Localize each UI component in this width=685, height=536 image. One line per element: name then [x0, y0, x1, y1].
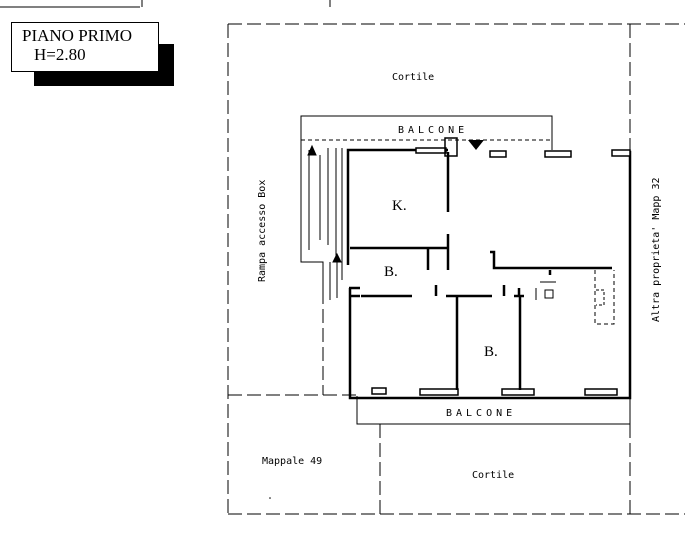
entry-arrow-icon	[468, 140, 484, 150]
floor-height: H=2.80	[34, 45, 86, 64]
ramp-access-box	[300, 144, 343, 300]
floor-title: PIANO PRIMO	[22, 26, 133, 45]
property-boundary	[227, 23, 685, 515]
room-label-kitchen: K.	[392, 198, 407, 214]
label-cortile-top: Cortile	[392, 72, 434, 83]
label-balcone-top: BALCONE	[398, 125, 468, 136]
label-cortile-bottom: Cortile	[472, 470, 514, 481]
title-box: PIANO PRIMO H=2.80	[11, 22, 159, 72]
balcony-outline	[300, 115, 631, 425]
window-openings	[371, 137, 631, 396]
label-rampa: Rampa accesso Box	[257, 180, 268, 282]
room-label-bath-1: B.	[384, 264, 398, 280]
fixtures	[535, 270, 615, 325]
label-mappale: Mappale 49	[262, 456, 322, 467]
room-label-bath-2: B.	[484, 344, 498, 360]
label-altra-proprieta: Altra proprieta' Mapp 32	[651, 178, 662, 323]
label-balcone-bottom: BALCONE	[446, 408, 516, 419]
top-edge-ticks	[0, 0, 331, 8]
interior-walls	[350, 152, 612, 390]
survey-dot	[269, 497, 271, 499]
